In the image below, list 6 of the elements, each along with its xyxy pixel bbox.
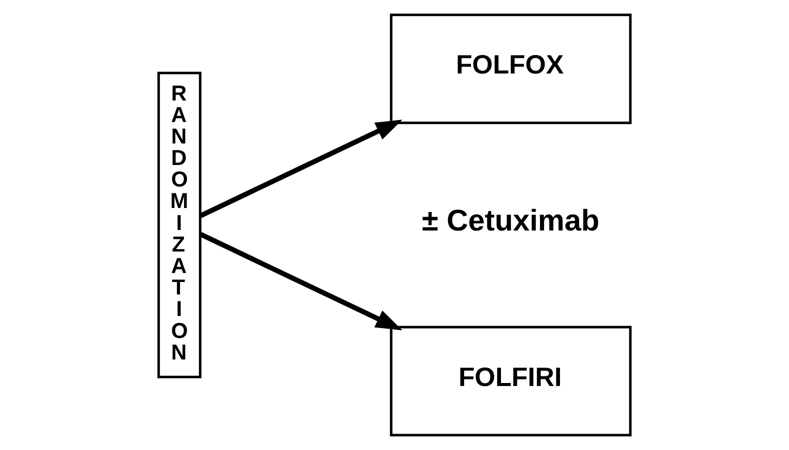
arrow	[200, 232, 402, 330]
arrow	[200, 120, 402, 218]
node-box: FOLFIRI	[390, 326, 632, 436]
node-box: FOLFOX	[390, 14, 632, 124]
node-box: RANDOMIZATION	[157, 72, 202, 378]
label: ± Cetuximab	[422, 204, 600, 238]
